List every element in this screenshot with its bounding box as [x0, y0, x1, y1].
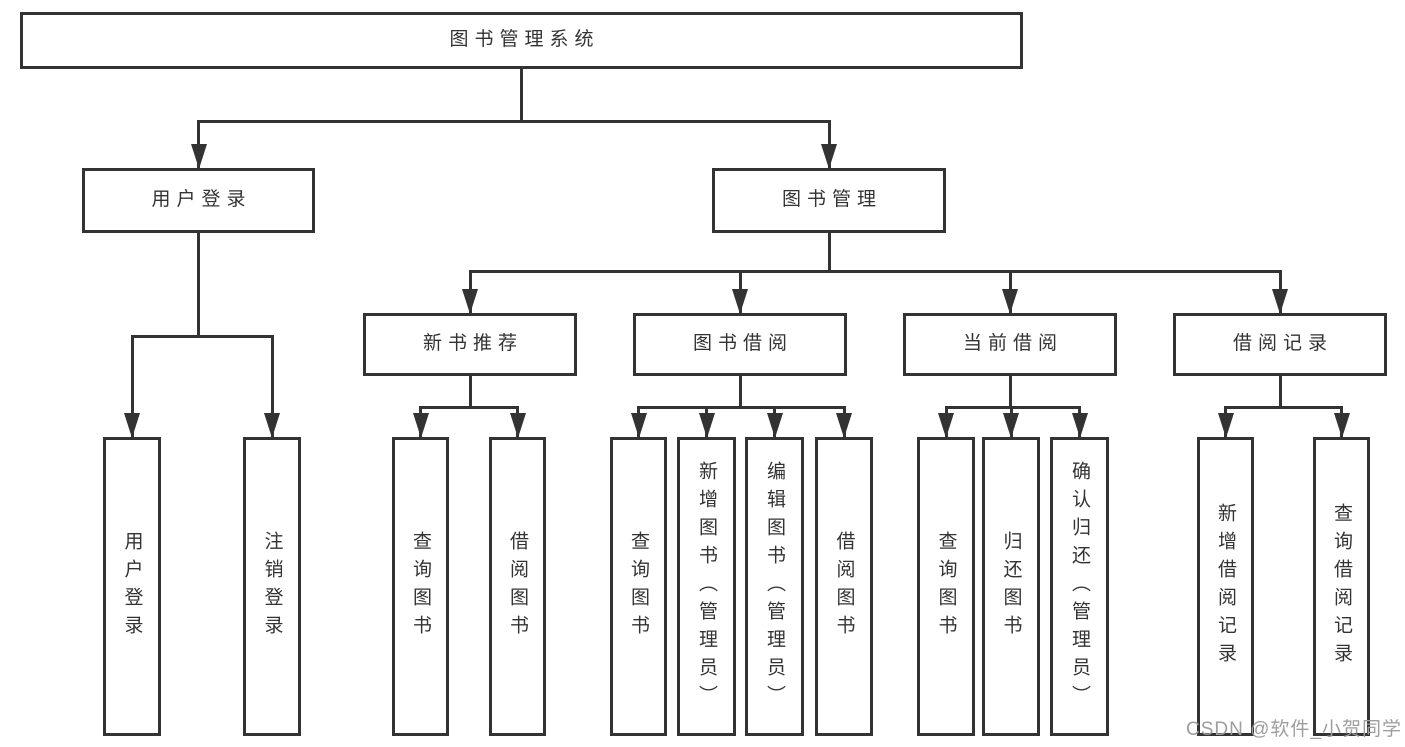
node-leaf-query-book-borrow: 查询图书 — [610, 437, 667, 736]
connector-drop — [130, 335, 134, 437]
node-label: 新增图书（管理员） — [696, 460, 717, 713]
connector-rail — [944, 406, 1081, 409]
arrowhead-down-icon — [264, 413, 280, 438]
node-label: 用户登录 — [121, 530, 143, 643]
node-label: 借阅图书 — [507, 530, 528, 643]
node-book-mgmt: 图书管理 — [712, 168, 946, 233]
arrowhead-down-icon — [836, 413, 852, 438]
arrowhead-down-icon — [462, 289, 478, 314]
node-book-borrow: 图书借阅 — [633, 313, 847, 376]
node-label: 图书管理 — [781, 189, 882, 211]
connector-stem — [738, 376, 742, 409]
node-current-borrow: 当前借阅 — [903, 313, 1117, 376]
node-label: 借阅图书 — [833, 530, 855, 643]
node-leaf-edit-book-admin: 编辑图书（管理员） — [745, 437, 804, 736]
connector-rail — [1224, 406, 1343, 409]
node-leaf-query-book-current: 查询图书 — [917, 437, 975, 736]
arrowhead-down-icon — [698, 413, 715, 438]
node-leaf-borrow-book-new: 借阅图书 — [489, 437, 546, 736]
arrowhead-down-icon — [190, 144, 207, 169]
connector-stem — [197, 233, 200, 338]
node-leaf-user-login: 用户登录 — [103, 437, 161, 736]
node-label: 图书借阅 — [692, 333, 793, 355]
connector-stem — [468, 376, 472, 409]
arrowhead-down-icon — [509, 413, 526, 438]
connector-rail — [468, 270, 1282, 273]
connector-rail — [197, 120, 831, 123]
connector-rail — [419, 406, 519, 409]
arrowhead-down-icon — [938, 413, 954, 438]
node-label: 确认归还（管理员） — [1069, 460, 1090, 713]
node-label: 用户登录 — [151, 189, 252, 211]
arrowhead-down-icon — [412, 413, 429, 438]
connector-stem — [520, 69, 523, 123]
arrowhead-down-icon — [1071, 413, 1088, 438]
node-label: 查询借阅记录 — [1331, 502, 1352, 671]
node-label: 查询图书 — [628, 530, 649, 643]
node-borrow-record: 借阅记录 — [1173, 313, 1387, 376]
node-label: 新书推荐 — [422, 333, 523, 355]
arrowhead-down-icon — [630, 413, 647, 438]
node-leaf-query-borrow-record: 查询借阅记录 — [1313, 437, 1370, 736]
node-leaf-add-borrow-record: 新增借阅记录 — [1197, 437, 1254, 736]
node-user-login: 用户登录 — [82, 168, 315, 233]
node-label: 查询图书 — [935, 530, 957, 643]
node-label: 当前借阅 — [962, 333, 1063, 355]
connector-rail — [637, 406, 846, 409]
node-leaf-add-book-admin: 新增图书（管理员） — [677, 437, 736, 736]
node-leaf-query-book-new: 查询图书 — [392, 437, 449, 736]
arrowhead-down-icon — [1333, 413, 1350, 438]
connector-stem — [827, 233, 831, 273]
connector-stem — [1278, 376, 1282, 409]
arrowhead-down-icon — [1272, 289, 1288, 314]
node-leaf-return-book: 归还图书 — [982, 437, 1040, 736]
arrowhead-down-icon — [1217, 413, 1234, 438]
node-leaf-borrow-book: 借阅图书 — [815, 437, 873, 736]
node-label: 注销登录 — [261, 530, 283, 643]
arrowhead-down-icon — [766, 413, 783, 438]
node-root: 图书管理系统 — [20, 12, 1023, 69]
node-label: 图书管理系统 — [449, 29, 600, 51]
arrowhead-down-icon — [1002, 289, 1018, 314]
arrowhead-down-icon — [1003, 413, 1019, 438]
node-label: 查询图书 — [410, 530, 431, 643]
connector-drop — [270, 335, 274, 437]
node-new-book-rec: 新书推荐 — [363, 313, 577, 376]
connector-stem — [1008, 376, 1012, 409]
arrowhead-down-icon — [821, 144, 837, 169]
node-leaf-logout: 注销登录 — [243, 437, 301, 736]
arrowhead-down-icon — [732, 289, 748, 314]
watermark: CSDN @软件_小贺同学 — [1186, 719, 1402, 740]
node-label: 归还图书 — [1000, 530, 1022, 643]
node-label: 新增借阅记录 — [1215, 502, 1236, 671]
node-leaf-confirm-return: 确认归还（管理员） — [1050, 437, 1109, 736]
connector-rail — [130, 335, 274, 338]
arrowhead-down-icon — [124, 413, 140, 438]
node-label: 借阅记录 — [1232, 333, 1333, 355]
node-label: 编辑图书（管理员） — [764, 460, 785, 713]
